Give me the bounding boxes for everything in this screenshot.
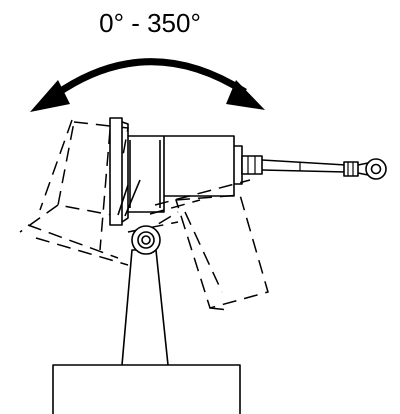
pivot-joint xyxy=(131,225,161,255)
support-post xyxy=(121,249,169,366)
base-block xyxy=(52,364,241,414)
ring-terminal-icon xyxy=(357,158,387,180)
rotation-range-label: 0° - 350° xyxy=(99,8,201,38)
rotation-arrow-icon xyxy=(30,58,265,112)
alternate-positions-outline xyxy=(19,119,269,311)
cable-assembly xyxy=(241,155,359,177)
motor-housing xyxy=(109,117,243,226)
